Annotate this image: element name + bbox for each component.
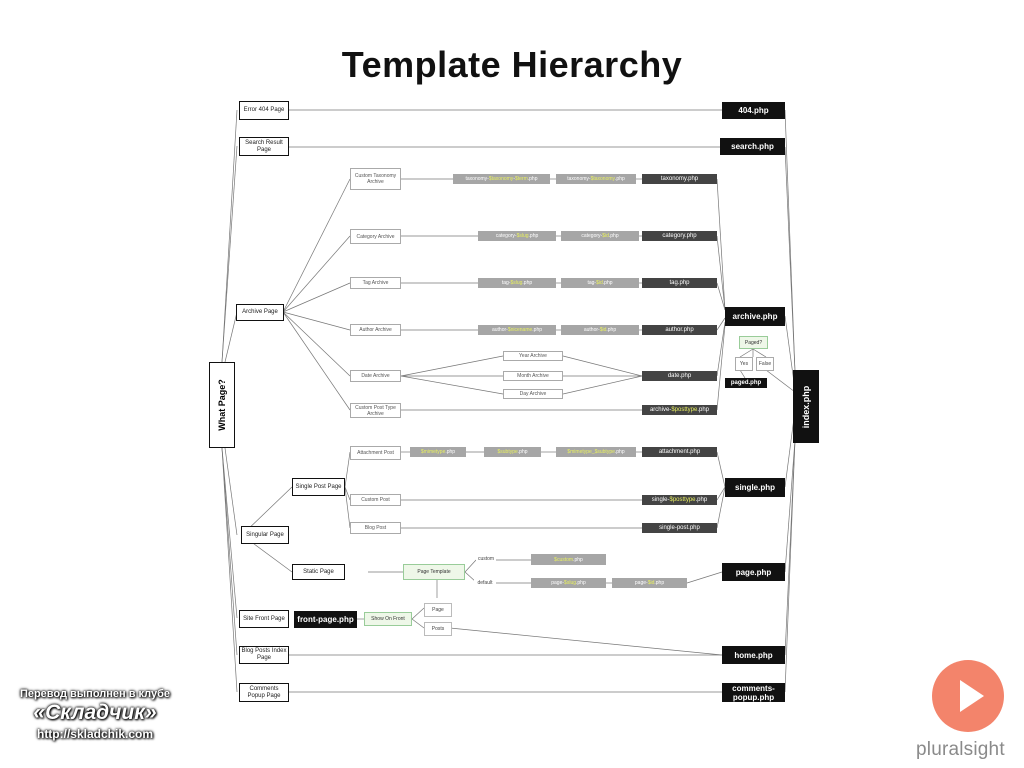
archive-page-node: Archive Page (236, 304, 284, 321)
month-archive-node: Month Archive (503, 371, 563, 381)
watermark: Перевод выполнен в клубе «Складчик» http… (10, 688, 180, 741)
tpl-single-posttype: single-$posttype.php (642, 495, 717, 505)
tpl-category-id: category-$id.php (561, 231, 639, 241)
tpl-taxonomy-php: taxonomy.php (642, 174, 717, 184)
category-archive-node: Category Archive (350, 229, 401, 244)
tpl-subtype: $subtype.php (484, 447, 541, 457)
tpl-category-slug: category-$slug.php (478, 231, 556, 241)
tpl-tag-php: tag.php (642, 278, 717, 288)
what-page-node: What Page? (209, 362, 235, 448)
comments-popup-node: Comments Popup Page (239, 683, 289, 702)
tpl-attachment-php: attachment.php (642, 447, 717, 457)
custom-taxonomy-archive-node: Custom Taxonomy Archive (350, 168, 401, 190)
tpl-404-php: 404.php (722, 102, 785, 119)
year-archive-node: Year Archive (503, 351, 563, 361)
paged-no-label: False (756, 357, 774, 371)
tpl-tag-slug: tag-$slug.php (478, 278, 556, 288)
blog-post-node: Blog Post (350, 522, 401, 534)
site-front-page-node: Site Front Page (239, 610, 289, 628)
tpl-mimetype-subtype: $mimetype_$subtype.php (556, 447, 636, 457)
date-archive-node: Date Archive (350, 370, 401, 382)
front-posts-option: Posts (424, 622, 452, 636)
day-archive-node: Day Archive (503, 389, 563, 399)
tpl-author-nicename: author-$nicename.php (478, 325, 556, 335)
tpl-paged-php: paged.php (725, 378, 767, 388)
tpl-front-page-php: front-page.php (294, 611, 357, 628)
paged-yes-label: Yes (735, 357, 753, 371)
custom-post-node: Custom Post (350, 494, 401, 506)
custom-post-type-archive-node: Custom Post Type Archive (350, 403, 401, 418)
tpl-tag-id: tag-$id.php (561, 278, 639, 288)
author-archive-node: Author Archive (350, 324, 401, 336)
tpl-single-post-php: single-post.php (642, 523, 717, 533)
tpl-mimetype: $mimetype.php (410, 447, 466, 457)
show-on-front-decision: Show On Front (364, 612, 412, 626)
tpl-home-php: home.php (722, 646, 785, 664)
paged-decision: Paged? (739, 336, 768, 349)
tpl-page-slug: page-$slug.php (531, 578, 606, 588)
tpl-date-php: date.php (642, 371, 717, 381)
tpl-comments-popup-php: comments-popup.php (722, 683, 785, 702)
slide-title: Template Hierarchy (341, 44, 683, 85)
single-post-page-node: Single Post Page (292, 478, 345, 496)
search-result-node: Search Result Page (239, 137, 289, 156)
tpl-category-php: category.php (642, 231, 717, 241)
tpl-search-php: search.php (720, 138, 785, 155)
tpl-author-id: author-$id.php (561, 325, 639, 335)
tag-archive-node: Tag Archive (350, 277, 401, 289)
tpl-archive-php: archive.php (725, 307, 785, 326)
tpl-page-id: page-$id.php (612, 578, 687, 588)
tpl-index-php: index.php (793, 370, 819, 443)
singular-page-node: Singular Page (241, 526, 289, 544)
page-template-decision: Page Template (403, 564, 465, 580)
tpl-author-php: author.php (642, 325, 717, 335)
watermark-url: http://skladchik.com (36, 727, 154, 741)
tpl-page-php: page.php (722, 563, 785, 581)
watermark-line-1: Перевод выполнен в клубе (19, 688, 171, 700)
default-label: default (474, 578, 496, 588)
error-404-node: Error 404 Page (239, 101, 289, 120)
tpl-custom-page: $custom.php (531, 554, 606, 565)
pluralsight-play-icon (932, 660, 1004, 732)
pluralsight-wordmark: pluralsight (916, 739, 1005, 760)
tpl-archive-posttype: archive-$posttype.php (642, 405, 717, 415)
custom-label: custom (476, 554, 496, 564)
tpl-taxonomy-term: taxonomy-$taxonomy-$term.php (453, 174, 550, 184)
watermark-line-2: «Складчик» (33, 701, 157, 724)
tpl-single-php: single.php (725, 478, 785, 497)
tpl-taxonomy: taxonomy-$taxonomy.php (556, 174, 636, 184)
front-page-option: Page (424, 603, 452, 617)
static-page-node: Static Page (292, 564, 345, 580)
blog-posts-index-node: Blog Posts Index Page (239, 646, 289, 664)
attachment-post-node: Attachment Post (350, 446, 401, 460)
